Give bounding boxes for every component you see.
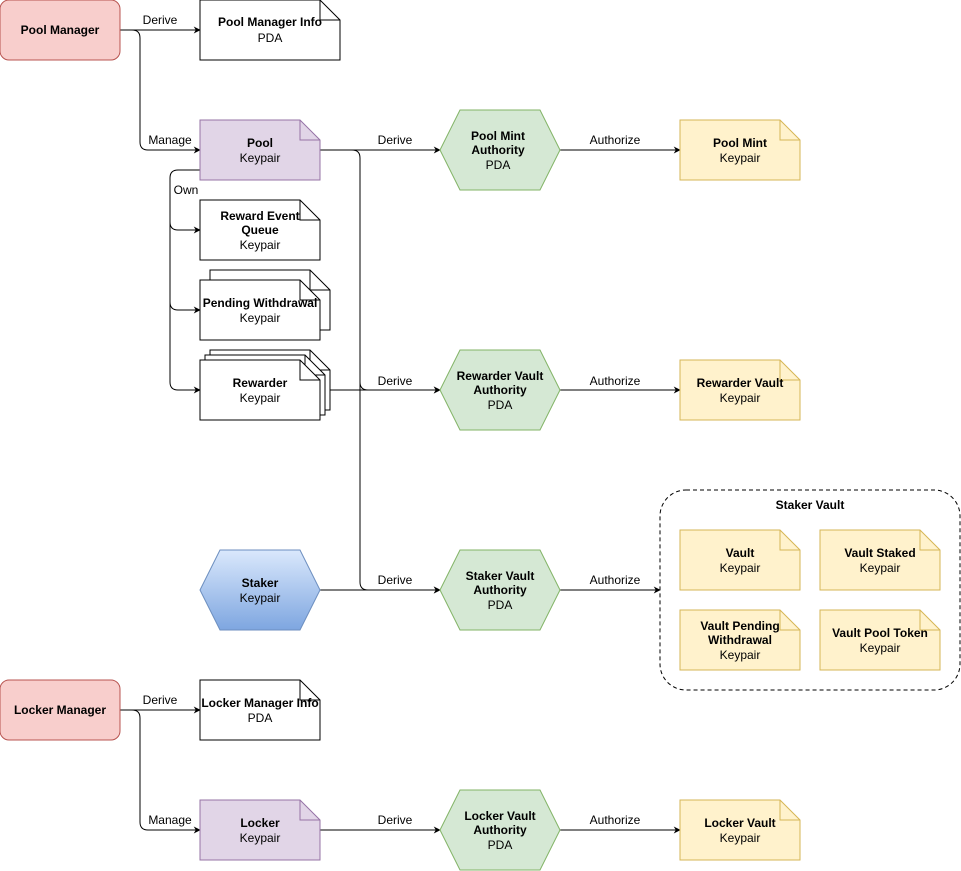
node-reward-event-queue[interactable]: Reward Event Queue Keypair xyxy=(199,199,321,261)
node-locker-subtitle: Keypair xyxy=(240,831,281,845)
node-locker-vault-authority-title-2: Authority xyxy=(473,823,527,837)
edge-label-pool-manager-derive: Derive xyxy=(143,13,178,27)
node-locker-manager-title: Locker Manager xyxy=(14,703,106,717)
node-rewarder-subtitle: Keypair xyxy=(240,391,281,405)
node-vault-pending-withdrawal[interactable]: Vault Pending Withdrawal Keypair xyxy=(679,609,801,671)
node-vault-pool-token-subtitle: Keypair xyxy=(860,641,901,655)
node-staker-vault-authority-title-2: Authority xyxy=(473,583,527,597)
node-vault-pending-withdrawal-subtitle: Keypair xyxy=(720,648,761,662)
node-vault-staked-subtitle: Keypair xyxy=(860,561,901,575)
node-pool-mint-authority-title-2: Authority xyxy=(471,143,525,157)
edge-label-locker-manager-derive: Derive xyxy=(143,693,178,707)
node-pool-mint-title: Pool Mint xyxy=(713,136,767,150)
node-rewarder-vault-subtitle: Keypair xyxy=(720,391,761,405)
node-locker-vault-subtitle: Keypair xyxy=(720,831,761,845)
edge-pool-own-reward-event-queue xyxy=(169,169,201,234)
node-pending-withdrawal-title: Pending Withdrawal xyxy=(203,296,318,310)
edge-label-rewarder-authorize: Authorize xyxy=(590,374,641,388)
node-locker-manager[interactable]: Locker Manager xyxy=(0,679,121,741)
edge-label-locker-derive: Derive xyxy=(378,813,413,827)
edge-pool-derive-staker-vault-authority xyxy=(359,382,441,594)
node-locker-manager-info-title: Locker Manager Info xyxy=(201,696,318,710)
node-locker-vault-title: Locker Vault xyxy=(704,816,775,830)
node-vault[interactable]: Vault Keypair xyxy=(679,529,801,591)
edge-label-mint-authorize: Authorize xyxy=(590,133,641,147)
node-rewarder-vault-authority-title-1: Rewarder Vault xyxy=(457,369,544,383)
edge-label-pool-manager-manage: Manage xyxy=(148,133,192,147)
node-staker-vault-authority-title-1: Staker Vault xyxy=(466,569,535,583)
node-pool-manager-title: Pool Manager xyxy=(21,23,100,37)
edge-label-locker-authorize: Authorize xyxy=(590,813,641,827)
node-locker-manager-info[interactable]: Locker Manager Info PDA xyxy=(199,679,321,741)
node-pool-subtitle: Keypair xyxy=(240,151,281,165)
edge-pool-own-rewarder xyxy=(169,302,201,394)
edge-locker-manager-manage xyxy=(120,709,201,834)
node-pool-manager-info[interactable]: Pool Manager Info PDA xyxy=(199,0,341,61)
node-rewarder[interactable]: Rewarder Keypair xyxy=(199,349,331,421)
group-staker-vault-title: Staker Vault xyxy=(776,498,845,512)
node-pending-withdrawal-subtitle: Keypair xyxy=(240,311,281,325)
edge-label-rewarder-derive: Derive xyxy=(378,374,413,388)
node-vault-subtitle: Keypair xyxy=(720,561,761,575)
node-pool-manager-info-subtitle: PDA xyxy=(258,31,283,45)
node-locker-vault[interactable]: Locker Vault Keypair xyxy=(679,799,801,861)
node-locker-manager-info-subtitle: PDA xyxy=(248,711,273,725)
node-staker-vault-authority[interactable]: Staker Vault Authority PDA xyxy=(439,549,561,631)
node-rewarder-title: Rewarder xyxy=(233,376,288,390)
node-rewarder-vault-authority-subtitle: PDA xyxy=(488,398,513,412)
node-vault-title: Vault xyxy=(726,546,755,560)
node-pool-mint-subtitle: Keypair xyxy=(720,151,761,165)
node-reward-event-queue-title-1: Reward Event xyxy=(220,209,299,223)
edge-label-pool-own: Own xyxy=(174,183,199,197)
node-locker-vault-authority-title-1: Locker Vault xyxy=(464,809,535,823)
node-locker-vault-authority[interactable]: Locker Vault Authority PDA xyxy=(439,789,561,871)
node-rewarder-vault-authority[interactable]: Rewarder Vault Authority PDA xyxy=(439,349,561,431)
edge-label-pool-derive: Derive xyxy=(378,133,413,147)
edge-label-staker-authorize: Authorize xyxy=(590,573,641,587)
node-vault-pending-withdrawal-title-1: Vault Pending xyxy=(700,619,779,633)
node-pool-title: Pool xyxy=(247,136,273,150)
edge-pool-derive-rewarder-vault-authority xyxy=(320,149,441,394)
edge-pool-manager-manage xyxy=(120,29,201,154)
group-staker-vault[interactable]: Staker Vault xyxy=(659,489,961,691)
node-pool-mint[interactable]: Pool Mint Keypair xyxy=(679,119,801,181)
node-pending-withdrawal[interactable]: Pending Withdrawal Keypair xyxy=(199,269,331,341)
edge-label-staker-derive: Derive xyxy=(378,573,413,587)
node-vault-pending-withdrawal-title-2: Withdrawal xyxy=(708,633,772,647)
node-locker-vault-authority-subtitle: PDA xyxy=(488,838,513,852)
node-staker-subtitle: Keypair xyxy=(240,591,281,605)
node-pool-mint-authority-title-1: Pool Mint xyxy=(471,129,525,143)
node-locker[interactable]: Locker Keypair xyxy=(199,799,321,861)
node-pool-mint-authority[interactable]: Pool Mint Authority PDA xyxy=(439,109,561,191)
node-pool-mint-authority-subtitle: PDA xyxy=(486,158,511,172)
node-locker-title: Locker xyxy=(240,816,280,830)
node-vault-pool-token-title: Vault Pool Token xyxy=(832,626,928,640)
node-reward-event-queue-subtitle: Keypair xyxy=(240,238,281,252)
node-rewarder-vault-authority-title-2: Authority xyxy=(473,383,527,397)
edges: Derive Manage Own Derive Derive Authoriz… xyxy=(120,13,681,834)
node-reward-event-queue-title-2: Queue xyxy=(241,223,279,237)
node-pool[interactable]: Pool Keypair xyxy=(199,119,321,181)
node-staker-title: Staker xyxy=(242,576,279,590)
node-rewarder-vault[interactable]: Rewarder Vault Keypair xyxy=(679,359,801,421)
node-rewarder-vault-title: Rewarder Vault xyxy=(697,376,784,390)
node-pool-manager-info-title: Pool Manager Info xyxy=(218,15,322,29)
edge-label-locker-manager-manage: Manage xyxy=(148,813,192,827)
node-vault-staked-title: Vault Staked xyxy=(844,546,915,560)
node-vault-pool-token[interactable]: Vault Pool Token Keypair xyxy=(819,609,941,671)
node-staker-vault-authority-subtitle: PDA xyxy=(488,598,513,612)
edge-pool-own-pending-withdrawal xyxy=(169,222,201,314)
node-staker[interactable]: Staker Keypair xyxy=(199,549,321,631)
node-pool-manager[interactable]: Pool Manager xyxy=(0,0,121,61)
node-vault-staked[interactable]: Vault Staked Keypair xyxy=(819,529,941,591)
